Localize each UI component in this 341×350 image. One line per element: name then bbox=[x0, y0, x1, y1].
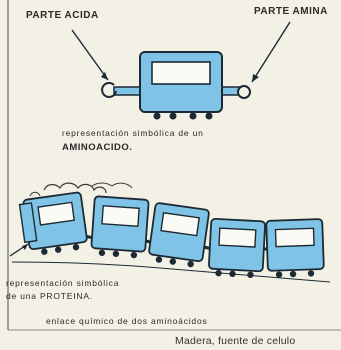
bond-caption: enlace químico de dos aminoácidos bbox=[46, 316, 208, 326]
protein-caption-line2: de una PROTEINA. bbox=[6, 291, 93, 301]
amine-part-arrow bbox=[251, 21, 291, 83]
amine-part-label: PARTE AMINA bbox=[254, 6, 328, 17]
amino-caption-line1: representación simbólica de un bbox=[62, 128, 204, 138]
rail-line bbox=[11, 261, 331, 283]
amino-acid-wagon bbox=[101, 51, 251, 120]
protein-caption-line1: representación simbólica bbox=[6, 278, 120, 288]
smoke-puff bbox=[43, 182, 107, 194]
bottom-caption: Madera, fuente de celulo bbox=[175, 335, 296, 347]
acid-part-label: PARTE ACIDA bbox=[26, 10, 99, 21]
amino-caption-line2: AMINOACIDO. bbox=[62, 142, 133, 153]
protein-train bbox=[11, 182, 331, 283]
acid-part-arrow bbox=[71, 29, 109, 81]
protein-label-arrow bbox=[9, 243, 29, 257]
